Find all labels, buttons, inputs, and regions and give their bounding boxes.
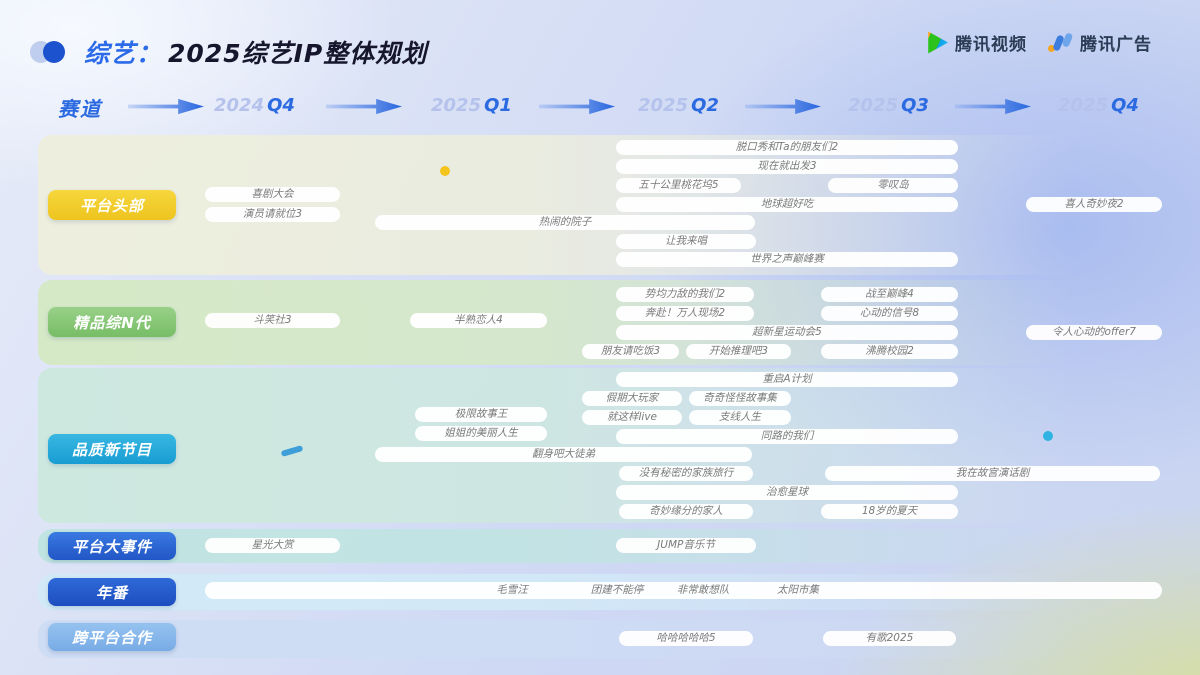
show-pill: 演员请就位3	[205, 207, 340, 222]
timeline-arrow-icon	[539, 98, 615, 115]
show-pill: 喜人奇妙夜2	[1026, 197, 1162, 212]
year-round-bar: 毛雪汪 团建不能停 非常敢想队 太阳市集	[205, 582, 1162, 599]
show-pill: 假期大玩家	[582, 391, 682, 406]
show-pill: 奇妙缘分的家人	[619, 504, 753, 519]
timeline-arrow-icon	[128, 98, 204, 115]
page-header: 综艺： 2025综艺IP整体规划	[30, 34, 427, 70]
show-pill: 五十公里桃花坞5	[616, 178, 741, 193]
show-pill: 我在故宫演话剧	[825, 466, 1160, 481]
show-label: 非常敢想队	[676, 584, 730, 596]
show-pill: 奔赴！万人现场2	[616, 306, 754, 321]
show-pill: 战至巅峰4	[821, 287, 958, 302]
brand-logos: 腾讯视频 腾讯广告	[925, 30, 1152, 55]
cyan-dot	[1043, 431, 1053, 441]
show-pill: 零叹岛	[828, 178, 958, 193]
show-pill: 势均力敌的我们2	[616, 287, 754, 302]
show-pill: 脱口秀和Ta的朋友们2	[616, 140, 958, 155]
show-label: 团建不能停	[590, 584, 644, 596]
show-pill: 半熟恋人4	[410, 313, 547, 328]
show-pill: 地球超好吃	[616, 197, 958, 212]
show-pill: 姐姐的美丽人生	[415, 426, 547, 441]
track-label-platform-headliners: 平台头部	[48, 190, 176, 220]
tencent-ads-icon	[1047, 31, 1074, 53]
track-row-platform-headliners	[38, 135, 1162, 275]
show-pill: 现在就出发3	[616, 159, 958, 174]
show-pill: 开始推理吧3	[686, 344, 791, 359]
track-label-platform-events: 平台大事件	[48, 532, 176, 560]
show-pill: 18岁的夏天	[821, 504, 958, 519]
track-label-returning-franchises: 精品综N代	[48, 307, 176, 337]
timeline-arrow-icon	[955, 98, 1031, 115]
show-pill: 喜剧大会	[205, 187, 340, 202]
show-pill: 同路的我们	[616, 429, 958, 444]
show-pill: 极限故事王	[415, 407, 547, 422]
tencent-video-play-icon	[928, 31, 948, 54]
tencent-video-label: 腾讯视频	[955, 35, 1027, 55]
show-pill: 超新星运动会5	[616, 325, 958, 340]
show-pill: 令人心动的offer7	[1026, 325, 1162, 340]
show-pill: 星光大赏	[205, 538, 340, 553]
tencent-video-brand: 腾讯视频	[925, 30, 1027, 55]
track-label-cross-platform: 跨平台合作	[48, 623, 176, 651]
show-pill: 有歌2025	[823, 631, 956, 646]
show-pill: 朋友请吃饭3	[582, 344, 679, 359]
timeline-arrow-icon	[745, 98, 821, 115]
show-pill: 世界之声巅峰赛	[616, 252, 958, 267]
category-label: 综艺：	[84, 39, 163, 68]
show-pill: 没有秘密的家族旅行	[619, 466, 753, 481]
show-pill: 翻身吧大徒弟	[375, 447, 752, 462]
tencent-ads-label: 腾讯广告	[1080, 35, 1152, 55]
track-row-cross-platform	[38, 620, 1162, 658]
show-pill: 治愈星球	[616, 485, 958, 500]
show-pill: 哈哈哈哈哈5	[619, 631, 753, 646]
show-pill: 热闹的院子	[375, 215, 755, 230]
show-label: 太阳市集	[777, 584, 819, 596]
track-label-year-round: 年番	[48, 578, 176, 606]
lane-header-label: 赛道	[58, 97, 102, 121]
category-logo-icon	[30, 39, 70, 65]
track-label-new-quality-shows: 品质新节目	[48, 434, 176, 464]
show-pill: JUMP音乐节	[616, 538, 756, 553]
show-pill: 重启A计划	[616, 372, 958, 387]
yellow-dot	[440, 166, 450, 176]
show-pill: 奇奇怪怪故事集	[689, 391, 791, 406]
tencent-ads-brand: 腾讯广告	[1047, 30, 1152, 55]
show-label: 毛雪汪	[496, 584, 528, 596]
show-pill: 沸腾校园2	[821, 344, 958, 359]
show-pill: 心动的信号8	[821, 306, 958, 321]
timeline-arrow-icon	[326, 98, 402, 115]
show-pill: 斗笑社3	[205, 313, 340, 328]
page-title: 2025综艺IP整体规划	[168, 39, 428, 68]
show-pill: 就这样live	[582, 410, 682, 425]
show-pill: 让我来唱	[616, 234, 756, 249]
show-pill: 支线人生	[689, 410, 791, 425]
